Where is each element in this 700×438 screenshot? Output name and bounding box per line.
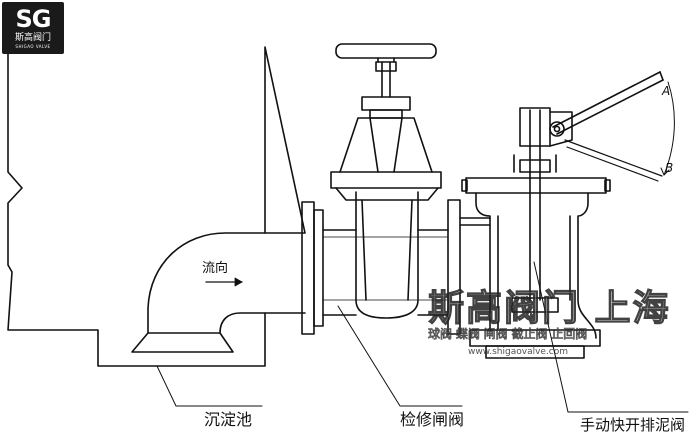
gate-valve-handwheel bbox=[335, 43, 437, 59]
drain-valve-guide-studs bbox=[513, 154, 557, 173]
drain-valve-lever bbox=[552, 71, 664, 135]
gate-valve-stem bbox=[381, 61, 391, 98]
leader-drain-valve bbox=[533, 261, 689, 413]
handle-swing-arc bbox=[663, 81, 675, 176]
elbow-bellmouth bbox=[131, 332, 234, 353]
flow-label: 流向 bbox=[202, 260, 228, 276]
drain-valve-bracket bbox=[519, 107, 551, 147]
drain-valve-inlet bbox=[459, 217, 491, 226]
gate-valve-body bbox=[355, 191, 419, 319]
gate-valve-left-flange-inner bbox=[313, 209, 324, 327]
gate-valve-right-flange bbox=[447, 199, 461, 335]
gate-valve-left-flange bbox=[301, 201, 315, 335]
pipe-centerline bbox=[322, 236, 449, 301]
gate-valve-bonnet-rib bbox=[369, 117, 403, 173]
logo-mark: SG bbox=[15, 5, 52, 33]
gate-valve-label: 检修闸阀 bbox=[400, 410, 464, 429]
drain-valve-lever-position-b bbox=[564, 139, 663, 182]
elbow-pipe bbox=[147, 232, 266, 334]
drain-valve-lever-tip bbox=[659, 71, 664, 81]
gate-valve-stem-nut bbox=[375, 61, 397, 72]
drain-valve-stem bbox=[529, 109, 541, 301]
watermark: 斯高阀门 上海 球阀 蝶阀 闸阀 截止阀 止回阀 www.shigaovalve… bbox=[427, 287, 671, 357]
drain-valve-top-flange-right-boss bbox=[604, 179, 611, 192]
leader-tank bbox=[156, 365, 263, 407]
position-b-label: B bbox=[665, 161, 673, 175]
settling-tank-outline bbox=[7, 46, 306, 367]
logo-cn-name: 斯高阀门 bbox=[14, 33, 51, 43]
drain-valve-body bbox=[475, 192, 597, 339]
flow-arrow-head bbox=[234, 277, 243, 287]
gate-valve-handwheel-hub bbox=[377, 57, 395, 63]
leader-gate-valve bbox=[337, 305, 463, 407]
drain-valve-guide bbox=[519, 159, 551, 173]
gate-valve-gland-top bbox=[369, 109, 403, 119]
tank-label: 沉淀池 bbox=[204, 410, 252, 429]
watermark-sub: 球阀 蝶阀 闸阀 截止阀 止回阀 bbox=[428, 326, 587, 341]
watermark-cn: 斯高阀门 上海 bbox=[428, 288, 671, 329]
drain-valve-top-flange-left-boss bbox=[461, 179, 468, 192]
handle-swing-arrow bbox=[660, 167, 670, 176]
drain-valve-label: 手动快开排泥阀 bbox=[580, 416, 685, 434]
drain-valve-pivot-pin bbox=[553, 125, 561, 133]
gate-valve-bonnet-lower bbox=[335, 187, 439, 201]
gate-valve-bonnet-flange bbox=[330, 171, 442, 189]
drain-valve-top-flange bbox=[465, 177, 607, 194]
gate-valve-bonnet bbox=[339, 117, 433, 173]
gate-valve-wedge bbox=[361, 199, 413, 301]
pipe-run bbox=[322, 229, 449, 316]
logo-en-name: SHIGAO VALVE bbox=[15, 44, 51, 49]
drain-valve-pivot bbox=[549, 121, 565, 137]
brand-logo: SG 斯高阀门 SHIGAO VALVE bbox=[2, 2, 64, 54]
watermark-en: www.shigaovalve.com bbox=[468, 347, 568, 357]
drain-valve-outlet bbox=[485, 345, 585, 359]
gate-valve-gland bbox=[361, 96, 411, 111]
position-a-label: A bbox=[661, 84, 670, 98]
drain-valve-plunger bbox=[511, 297, 559, 313]
drain-valve-inner-wall bbox=[497, 215, 571, 331]
